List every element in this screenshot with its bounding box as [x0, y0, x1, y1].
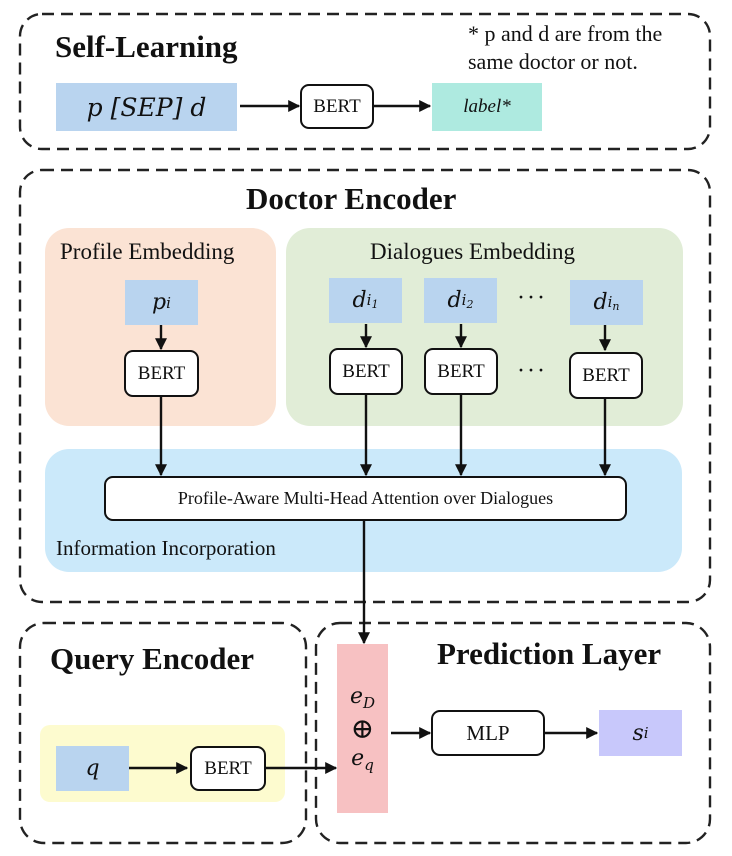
profile-aware-attention-box: Profile-Aware Multi-Head Attention over … — [104, 476, 627, 521]
note-line-2: same doctor or not. — [468, 49, 638, 74]
note-line-1: * p and d are from the — [468, 21, 663, 46]
mlp-box: MLP — [431, 710, 545, 756]
self-learning-label-output: label* — [432, 83, 542, 131]
input-p: p — [86, 92, 103, 122]
query-encoder-title: Query Encoder — [50, 641, 255, 676]
self-learning-title: Self-Learning — [55, 29, 238, 64]
profile-bert: BERT — [124, 350, 199, 397]
doctor-encoder-title: Doctor Encoder — [246, 181, 457, 216]
query-bert: BERT — [190, 746, 266, 791]
concat-block: eD ⊕ eq — [337, 644, 388, 813]
dialogue-bert-1: BERT — [329, 348, 403, 395]
dialogue-bert-n: BERT — [569, 352, 643, 399]
dialogue-bert-ellipsis: ··· — [517, 358, 547, 384]
concat-query-embedding: eq — [351, 745, 374, 774]
profile-sep-dialogue-input: p [SEP] d — [56, 83, 237, 131]
input-d: d — [190, 92, 207, 122]
dialogue-bert-2: BERT — [424, 348, 498, 395]
dialogues-embedding-label: Dialogues Embedding — [370, 239, 576, 264]
dialogue-input-ellipsis: ··· — [517, 285, 547, 311]
self-learning-note: * p and d are from the same doctor or no… — [468, 20, 662, 76]
information-incorporation-label: Information Incorporation — [56, 536, 276, 560]
concat-operator-icon: ⊕ — [350, 711, 375, 745]
prediction-layer-title: Prediction Layer — [437, 636, 662, 671]
self-learning-bert: BERT — [300, 84, 374, 129]
query-input-q: q — [56, 746, 129, 791]
input-sep: [SEP] — [110, 92, 183, 122]
profile-embedding-label: Profile Embedding — [60, 239, 235, 264]
concat-doctor-embedding: eD — [349, 683, 376, 712]
